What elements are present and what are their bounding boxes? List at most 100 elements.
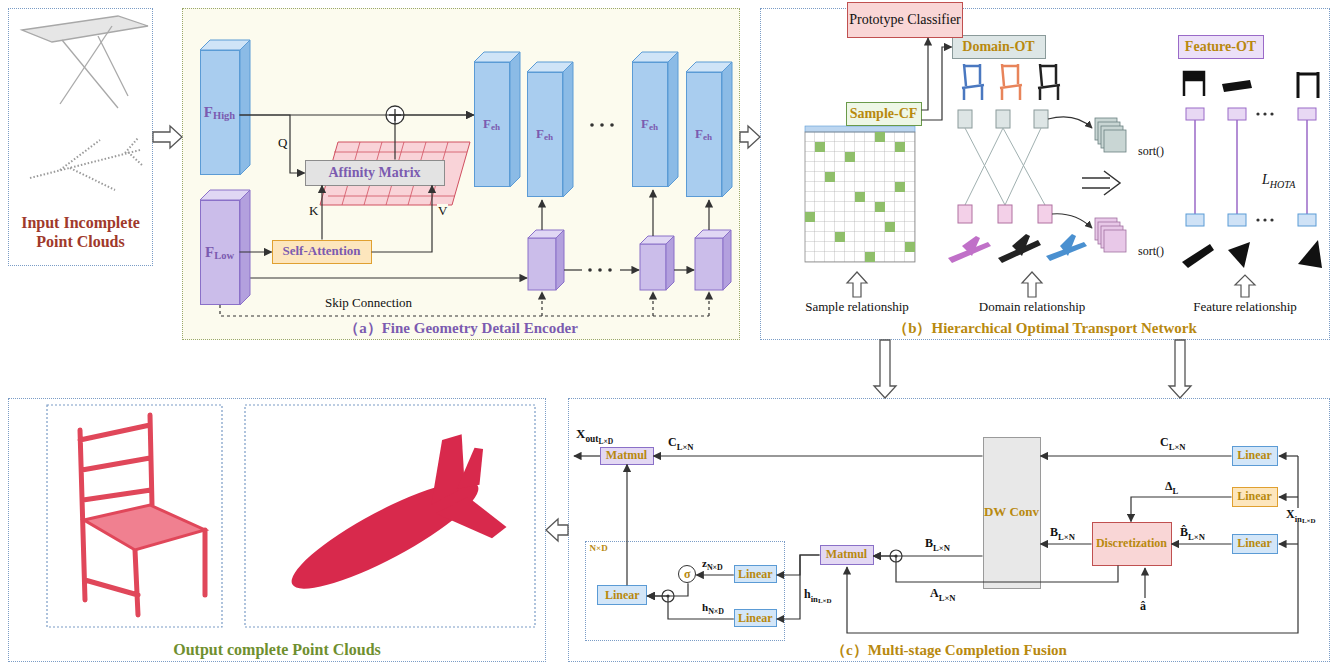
chair-part: [1298, 72, 1318, 98]
table-leg: [62, 40, 118, 108]
label-group: ΔL: [1165, 480, 1178, 494]
panel-title: Output complete Point Clouds: [173, 641, 381, 659]
dot: [1256, 112, 1259, 115]
label-group: XoutL×D: [576, 427, 613, 442]
rocket-fin: [436, 487, 508, 556]
skip-wire: [652, 292, 653, 316]
connector: [372, 186, 433, 253]
double-arrow: [1082, 171, 1120, 195]
connector: [1041, 455, 1232, 456]
chair-frame: [80, 415, 205, 615]
feature-block: FHigh: [200, 50, 240, 175]
box-label: Domain-OT: [962, 39, 1034, 54]
sample-matrix: [805, 132, 915, 262]
process-box: Matmul: [600, 447, 654, 465]
connector: [777, 555, 820, 575]
chair-icon: [1038, 64, 1060, 100]
hollow-arrow: [1235, 275, 1255, 297]
label-text: C: [668, 435, 677, 449]
cell: [895, 182, 905, 192]
block-side: [723, 230, 731, 290]
process-box: Sample-CF: [846, 102, 922, 126]
subscript-label: L×N: [933, 543, 950, 553]
box-label: eh: [491, 122, 500, 132]
box-label: Matmul: [826, 548, 867, 561]
wire: [674, 269, 694, 270]
wire: [1144, 568, 1145, 598]
box-label: F: [483, 117, 491, 131]
label-group: LHOTA: [1262, 172, 1295, 188]
process-box: Self-Attention: [272, 240, 372, 264]
label-group: zN×D: [702, 557, 723, 570]
label-text: X: [576, 426, 585, 441]
chair-icon: [1000, 64, 1022, 100]
dot: [1263, 218, 1266, 221]
flow-arrow: [874, 340, 896, 398]
label-group: B̂L×N: [1180, 526, 1205, 540]
process-box: Linear: [1232, 446, 1278, 466]
skip-wire: [541, 292, 542, 316]
vector: [1034, 110, 1048, 128]
cell: [855, 192, 865, 202]
cell: [875, 132, 885, 142]
connector: [321, 186, 322, 240]
label-text: B̂: [1180, 525, 1188, 539]
hollow-arrow: [1022, 272, 1042, 297]
box-label: Linear: [605, 589, 640, 602]
table-point-cloud: [22, 16, 148, 108]
box-label: Linear: [738, 568, 773, 581]
dot: [590, 123, 594, 127]
airplane-wing: [1060, 234, 1076, 256]
relation-arrows: [847, 272, 1255, 297]
feature-block: Feh: [686, 72, 722, 197]
table-top: [22, 16, 148, 42]
box-label: F: [536, 127, 544, 141]
vector: [996, 110, 1010, 128]
wire: [652, 190, 653, 236]
label-group: BL×N: [925, 537, 950, 551]
label-text: â: [1140, 599, 1146, 613]
block-side: [240, 190, 250, 305]
dot: [1270, 218, 1273, 221]
output-panel: Output complete Point Clouds: [8, 398, 546, 662]
label-group: Skip Connection: [325, 296, 412, 311]
transport-lines: [965, 128, 1045, 205]
sort-arrow: [1048, 117, 1092, 128]
cell: [825, 172, 835, 182]
wire: [1279, 496, 1298, 497]
chair-part: [1222, 80, 1252, 92]
dot: [588, 268, 592, 272]
label-text: sort(): [1138, 244, 1164, 258]
matrix-cells: [805, 132, 915, 262]
cell: [845, 152, 855, 162]
vector: [1038, 205, 1052, 223]
box-label: High: [213, 110, 235, 122]
box-label: Matmul: [606, 449, 647, 462]
block-side: [722, 62, 732, 197]
cell: [905, 242, 915, 252]
label-group: hN×D: [702, 601, 724, 614]
label-group: BL×N: [1050, 526, 1075, 540]
airplane-wing: [962, 236, 980, 256]
panel-title: Input Incomplete Point Clouds: [21, 214, 141, 251]
vector: [1186, 214, 1204, 226]
cell: [805, 212, 815, 222]
connector: [922, 47, 952, 120]
feature-block: Feh: [527, 72, 563, 197]
wire: [708, 200, 709, 230]
chair-point-cloud: [80, 415, 205, 615]
vector: [1228, 214, 1246, 226]
label-text: h: [702, 601, 708, 613]
panel-fill: [182, 8, 740, 340]
label-text: L: [1262, 172, 1270, 187]
skip-wire: [708, 292, 709, 316]
vector: [1228, 108, 1246, 120]
subscript-label: L×D: [598, 437, 613, 446]
process-box: Linear: [734, 609, 777, 627]
connector: [874, 556, 1119, 582]
dot: [1270, 112, 1273, 115]
vector: [958, 205, 972, 223]
block-side: [556, 230, 564, 290]
decoder-wires: [220, 190, 709, 316]
box-label: N×D: [590, 543, 608, 553]
